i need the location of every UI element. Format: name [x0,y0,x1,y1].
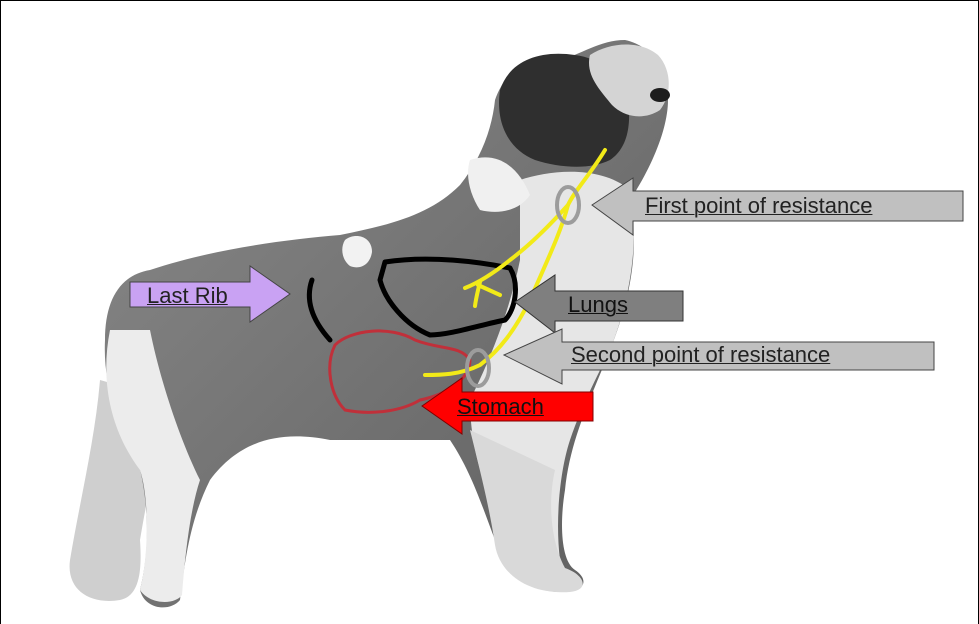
lungs-label: Lungs [568,292,628,318]
dog-silhouette [70,40,670,607]
stomach-label: Stomach [457,394,544,420]
last-rib-label: Last Rib [147,283,228,309]
second-point-label: Second point of resistance [571,342,830,368]
first-point-label: First point of resistance [645,193,872,219]
